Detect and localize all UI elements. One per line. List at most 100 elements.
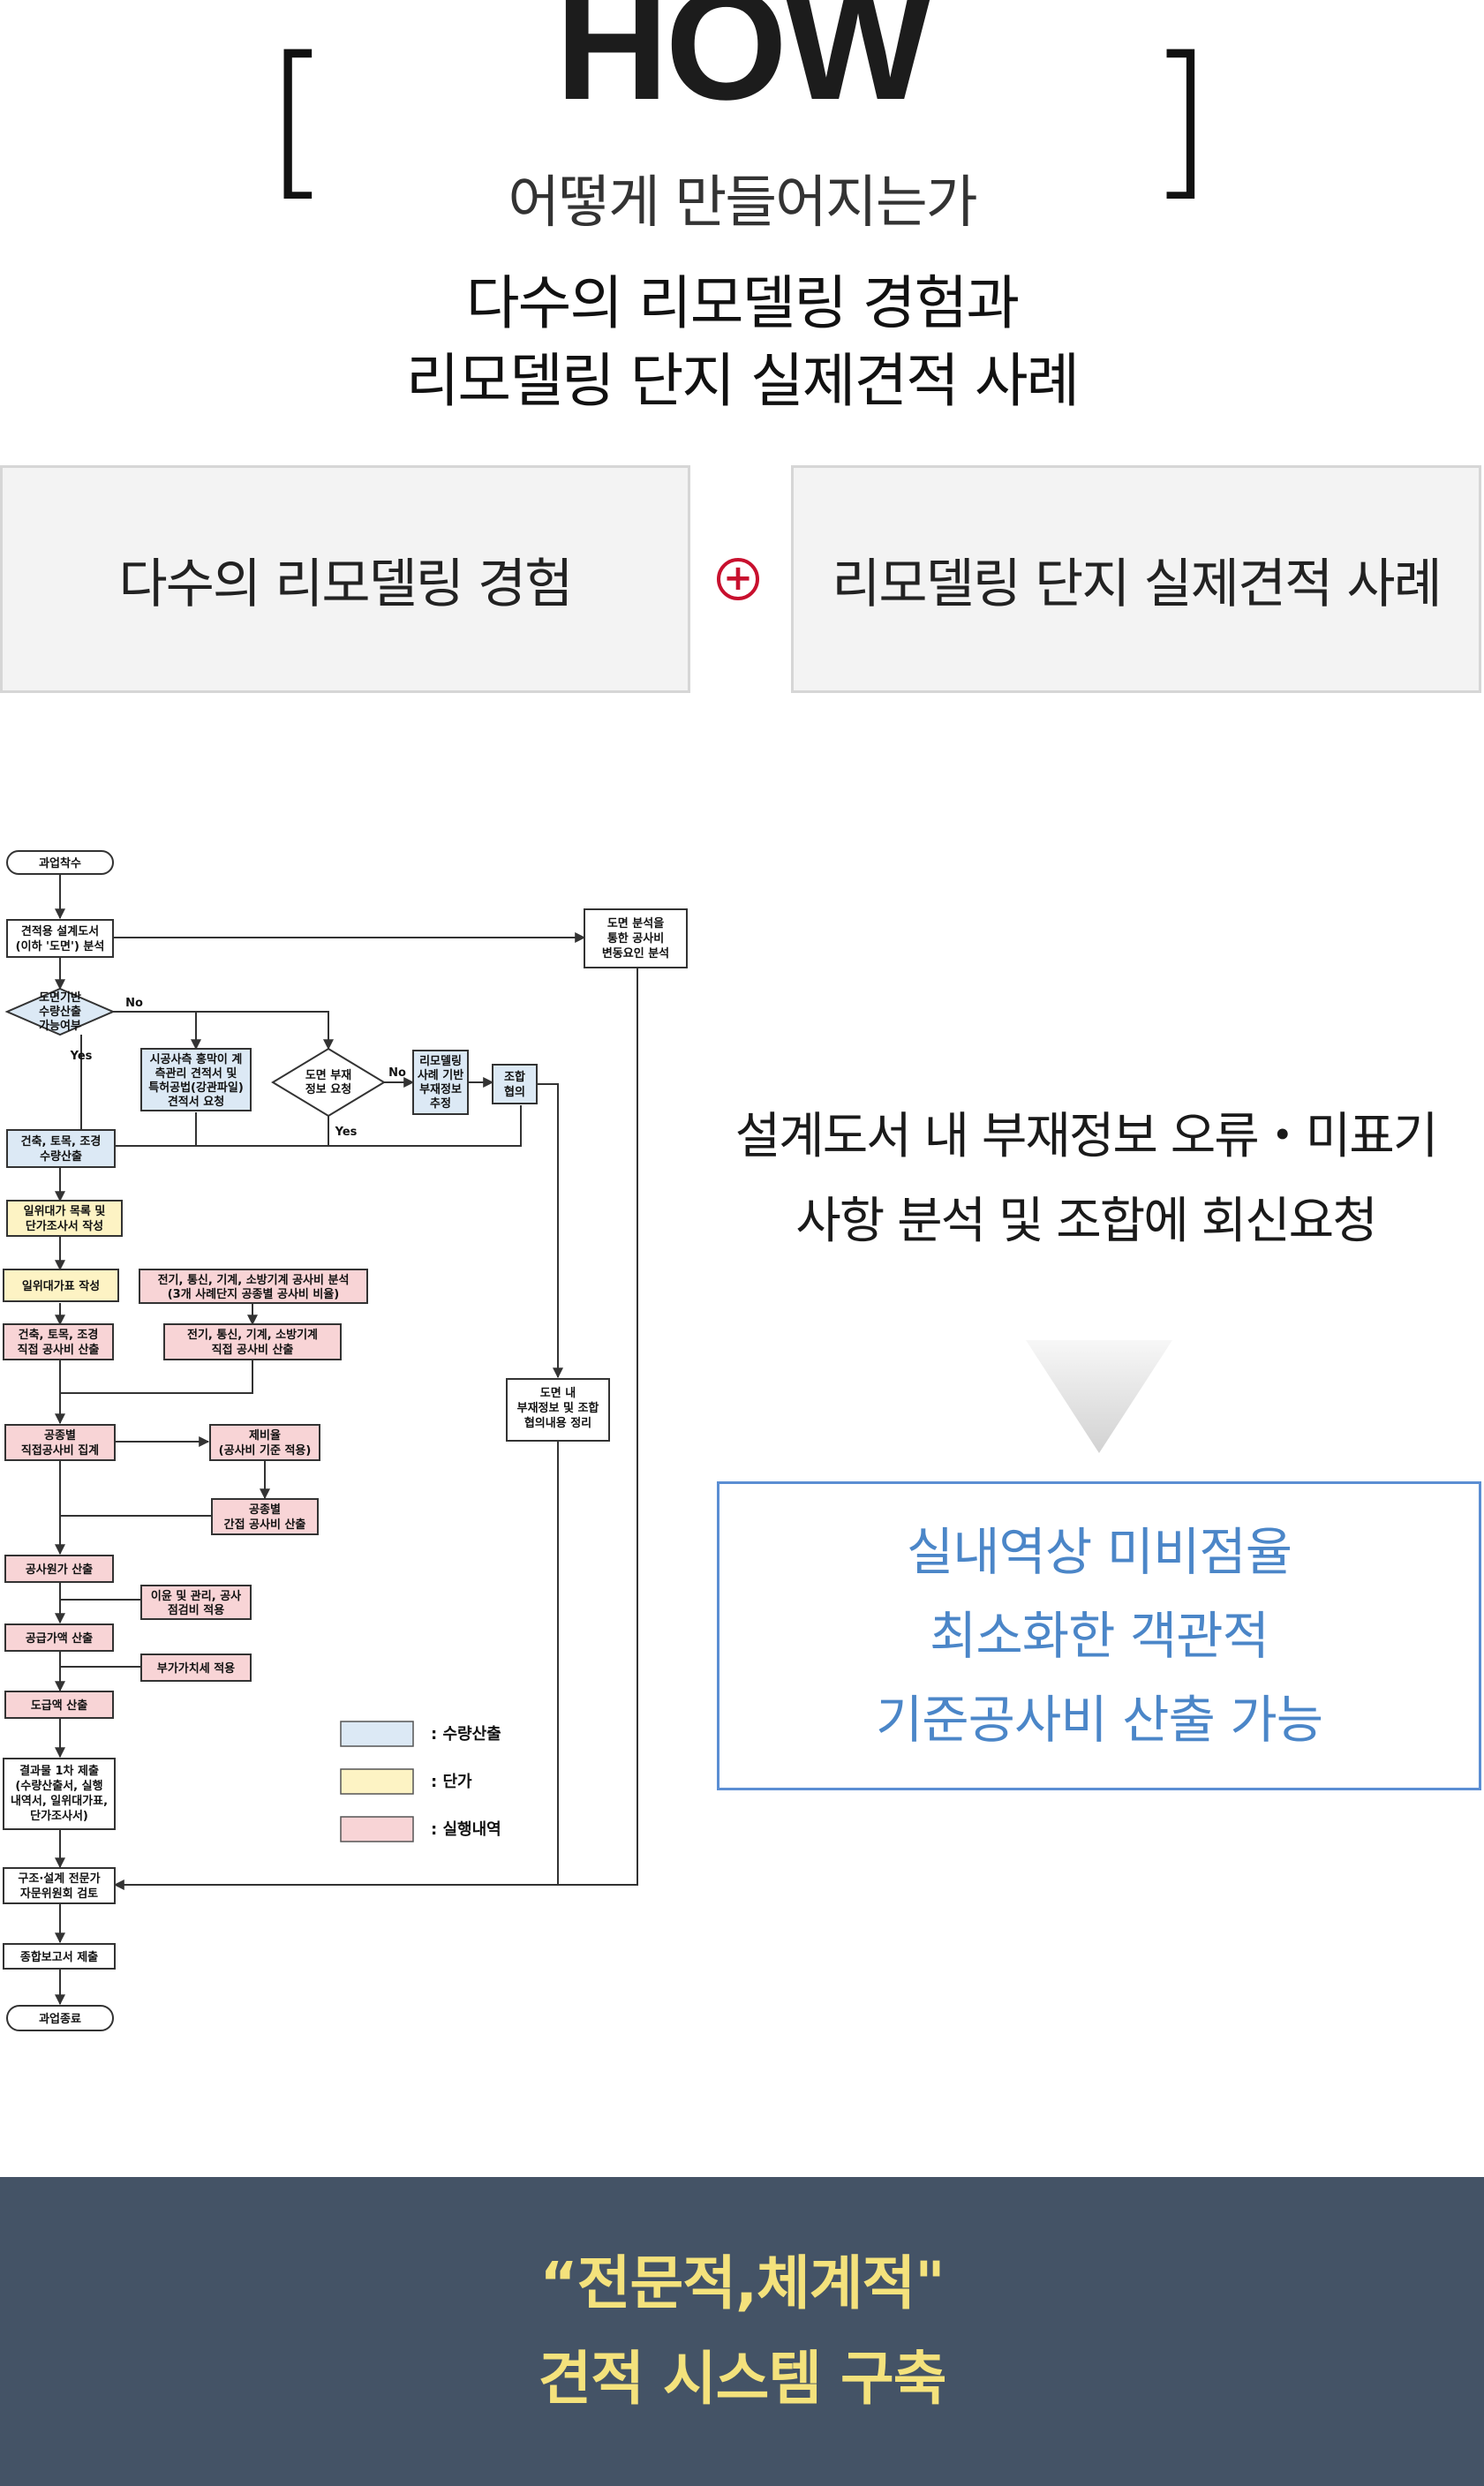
process-flowchart: 과업착수 견적용 설계도서 (이하 '도면') 분석 도면기반 수량산출 가능여…: [3, 850, 688, 2031]
fc-contractor-l4: 견적서 요청: [168, 1095, 224, 1109]
fc-variance-l3: 변동요인 분석: [602, 946, 669, 960]
fc-review-l1: 구조·설계 전문가: [18, 1872, 100, 1886]
fc-mep-analysis-l1: 전기, 통신, 기계, 소방기계 공사비 분석: [158, 1273, 350, 1287]
legend-swatch-unit: [340, 1768, 414, 1795]
left-bracket: [: [265, 21, 331, 216]
case-box: 리모델링 단지 실제견적 사례: [791, 465, 1481, 693]
fc-mep-direct-l1: 전기, 통신, 기계, 소방기계: [187, 1328, 318, 1342]
fc-supply: [4, 1623, 114, 1652]
fc-expense-rate-l2: (공사비 기준 적용): [219, 1443, 312, 1458]
headline-line-2: 리모델링 단지 실제견적 사례: [405, 347, 1081, 415]
fc-report: [3, 1943, 116, 1970]
result-box: 실내역상 미비점율 최소화한 객관적 기준공사비 산출 가능: [717, 1481, 1481, 1790]
fc-profit-l1: 이윤 및 관리, 공사: [151, 1589, 241, 1603]
fc-decision2: [271, 1047, 386, 1118]
fc-mep-direct: [163, 1323, 342, 1360]
fc-unit-table: [3, 1269, 119, 1302]
headline-line-1: 다수의 리모델링 경험과: [465, 269, 1020, 337]
fc-variance-l2: 통한 공사비: [607, 931, 664, 945]
experience-label: 다수의 리모델링 경험: [118, 553, 574, 615]
fc-vat-text: 부가가치세 적용: [157, 1661, 235, 1676]
fc-decision2-l1: 도면 부재: [305, 1068, 351, 1082]
fc-drawing-summary-l1: 도면 내: [540, 1386, 576, 1400]
fc-mep-direct-l2: 직접 공사비 산출: [212, 1343, 294, 1357]
fc-direct-cost-l1: 건축, 토목, 조경: [19, 1328, 99, 1342]
plus-icon: +: [717, 558, 759, 600]
fc-trade-total-l1: 공종별: [44, 1428, 76, 1443]
fc-indirect-l2: 간접 공사비 산출: [224, 1518, 306, 1532]
fc-cost-calc-text: 공사원가 산출: [26, 1563, 93, 1577]
fc-end: [6, 2005, 114, 2031]
fc-decision1: [4, 987, 116, 1036]
fc-unit-table-text: 일위대가표 작성: [22, 1279, 100, 1293]
case-label: 리모델링 단지 실제견적 사례: [832, 553, 1443, 615]
fc-quantity-l1: 건축, 토목, 조경: [21, 1134, 102, 1149]
fc-analysis: [6, 919, 114, 958]
fc-decision1-l3: 가능여부: [39, 1019, 81, 1033]
fc-direct-cost: [3, 1323, 114, 1360]
fc-no2: No: [388, 1066, 406, 1080]
fc-result1-l2: (수량산출서, 실행: [15, 1779, 102, 1793]
fc-variance: [584, 908, 688, 968]
fc-union: [492, 1064, 538, 1104]
fc-decision2-l2: 정보 요청: [305, 1082, 351, 1096]
legend-label-quantity: : 수량산출: [431, 1725, 501, 1744]
fc-quantity: [6, 1129, 116, 1168]
fc-remodel-l4: 추정: [430, 1096, 451, 1111]
page-subtitle: 어떻게 만들어지는가: [508, 170, 977, 236]
fc-contractor-l1: 시공사측 홍막이 계: [150, 1052, 243, 1066]
result-line-1: 실내역상 미비점율: [906, 1521, 1292, 1582]
right-bracket: ]: [1148, 21, 1214, 216]
fc-profit-l2: 점검비 적용: [168, 1603, 224, 1617]
fc-yes2: Yes: [335, 1126, 358, 1139]
fc-remodel-l2: 사례 기반: [418, 1068, 463, 1082]
fc-cost-calc: [4, 1555, 114, 1583]
fc-quantity-l2: 수량산출: [40, 1149, 82, 1164]
footer-line-2: 견적 시스템 구축: [538, 2345, 947, 2413]
fc-profit: [140, 1585, 252, 1620]
arrow-down-icon: [1026, 1340, 1172, 1453]
fc-remodel-l1: 리모델링: [419, 1054, 462, 1068]
fc-supply-text: 공급가액 산출: [26, 1631, 93, 1646]
fc-decision1-l2: 수량산출: [39, 1005, 81, 1019]
description: 설계도서 내 부재정보 오류・미표기 사항 분석 및 조합에 회신요청: [689, 1095, 1483, 1264]
fc-contractor: [140, 1048, 252, 1111]
fc-union-l1: 조합: [504, 1070, 525, 1084]
fc-result1-l1: 결과물 1차 제출: [19, 1764, 99, 1778]
fc-decision1-l1: 도면기반: [39, 991, 81, 1005]
legend-label-execution: : 실행내역: [431, 1820, 501, 1839]
fc-unit-list: [6, 1200, 123, 1237]
page-title: HOW: [554, 0, 932, 132]
experience-box: 다수의 리모델링 경험: [0, 465, 690, 693]
fc-unit-list-l1: 일위대가 목록 및: [24, 1205, 106, 1218]
fc-trade-total: [4, 1424, 116, 1461]
fc-contract-text: 도급액 산출: [31, 1699, 87, 1713]
fc-analysis-l1: 견적용 설계도서: [21, 924, 99, 938]
fc-drawing-summary: [506, 1378, 610, 1442]
fc-start: [6, 850, 114, 875]
fc-end-text: 과업종료: [39, 2013, 81, 2026]
legend-swatch-quantity: [340, 1721, 414, 1747]
fc-indirect-l1: 공종별: [249, 1503, 281, 1517]
fc-indirect: [211, 1498, 319, 1535]
result-line-2: 최소화한 객관적: [930, 1605, 1269, 1666]
fc-review-l2: 자문위원회 검토: [20, 1887, 98, 1901]
fc-result1: [3, 1758, 116, 1830]
fc-report-text: 종합보고서 제출: [20, 1950, 98, 1964]
fc-drawing-summary-l2: 부재정보 및 조합: [517, 1401, 599, 1415]
fc-expense-rate: [209, 1424, 320, 1461]
fc-remodel-est: [412, 1050, 469, 1115]
fc-trade-total-l2: 직접공사비 집계: [21, 1443, 99, 1458]
description-line-1: 설계도서 내 부재정보 오류・미표기: [734, 1108, 1439, 1165]
fc-analysis-l2: (이하 '도면') 분석: [16, 939, 105, 953]
fc-union-l2: 협의: [504, 1085, 525, 1099]
fc-unit-list-l2: 단가조사서 작성: [26, 1219, 103, 1233]
fc-no1: No: [125, 997, 143, 1010]
fc-mep-analysis-l2: (3개 사례단지 공종별 공사비 비율): [168, 1287, 340, 1301]
fc-start-text: 과업착수: [39, 856, 81, 870]
fc-vat: [140, 1654, 252, 1682]
result-line-3: 기준공사비 산출 가능: [875, 1689, 1323, 1750]
flowchart-connectors: [55, 872, 638, 2006]
footer-line-1: “전문적,체계적": [539, 2249, 945, 2317]
fc-mep-analysis: [139, 1269, 368, 1304]
